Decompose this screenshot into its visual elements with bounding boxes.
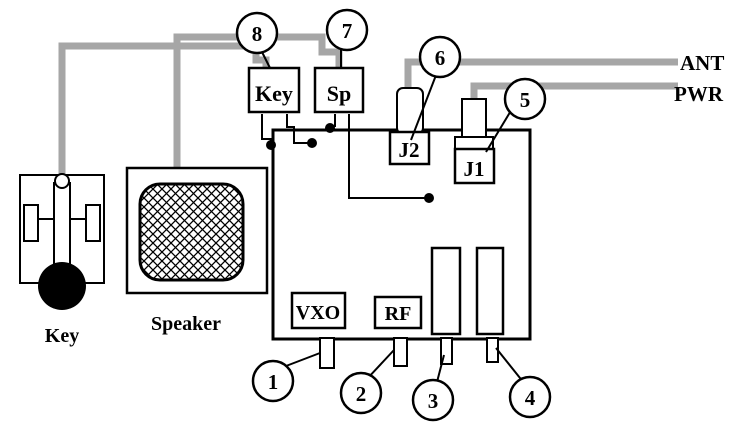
trimmer-3-shaft [440, 337, 453, 365]
callout-8: 8 [235, 11, 279, 55]
rf-shaft [393, 337, 408, 367]
svg-text:2: 2 [356, 382, 367, 406]
j2-jack [388, 130, 431, 166]
j2-label: J2 [399, 138, 420, 162]
j1-plug [461, 98, 487, 138]
trimmer-4 [475, 246, 505, 336]
callout-leaders [261, 47, 525, 384]
key-connector-label: Key [255, 81, 293, 106]
speaker [125, 166, 269, 295]
trimmer-3 [430, 246, 462, 336]
vxo-label: VXO [296, 302, 340, 324]
callout-6: 6 [418, 35, 462, 79]
vxo-shaft [319, 337, 335, 369]
svg-text:5: 5 [520, 88, 531, 112]
sp-connector-label: Sp [327, 81, 351, 106]
callout-2: 2 [339, 371, 383, 415]
ant-cable [404, 58, 678, 88]
pwr-label: PWR [674, 82, 724, 106]
rf-control [373, 295, 423, 330]
j1-label: J1 [464, 157, 485, 181]
svg-text:7: 7 [342, 19, 353, 43]
rf-label: RF [385, 303, 412, 325]
svg-text:8: 8 [252, 22, 263, 46]
callout-3: 3 [411, 378, 455, 422]
j2-plug [396, 87, 424, 135]
speaker-caption: Speaker [151, 313, 221, 335]
key-connector [247, 66, 301, 114]
j1-jack [453, 147, 496, 185]
callout-1: 1 [251, 359, 295, 403]
pwr-cable [470, 82, 678, 100]
j1-collar [454, 136, 494, 150]
key-cable [58, 42, 270, 178]
callout-7: 7 [325, 8, 369, 52]
ant-label: ANT [680, 51, 724, 75]
callout-4: 4 [508, 375, 552, 419]
svg-text:1: 1 [268, 370, 279, 394]
sp-connector [313, 66, 365, 114]
cables [58, 33, 678, 178]
telegraph-key [19, 173, 105, 310]
callout-5: 5 [503, 77, 547, 121]
svg-text:3: 3 [428, 389, 439, 413]
vxo-control [290, 291, 347, 330]
speaker-cable [173, 33, 343, 168]
svg-text:6: 6 [435, 46, 446, 70]
junction-dots [266, 123, 434, 203]
key-caption: Key [45, 325, 79, 347]
svg-text:4: 4 [525, 386, 536, 410]
